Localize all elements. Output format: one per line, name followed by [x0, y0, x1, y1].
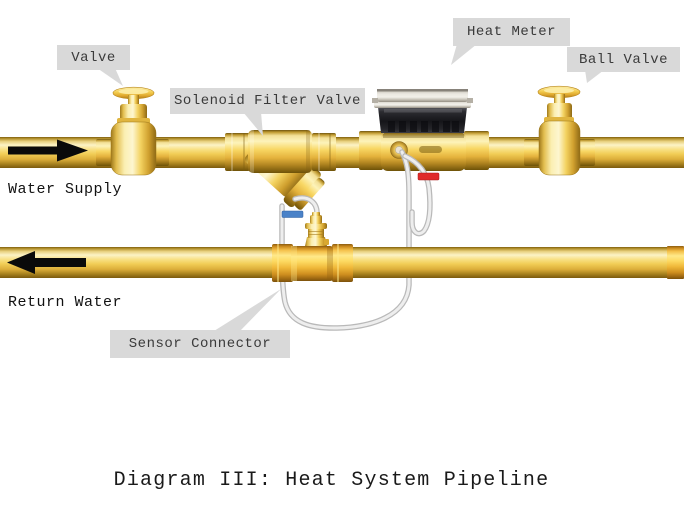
sensor-cables	[279, 149, 433, 331]
return-flow-arrow-icon	[7, 251, 86, 274]
ball-valve-stem	[554, 94, 565, 106]
sensor-plug	[308, 228, 324, 238]
sensor-connector	[272, 212, 353, 282]
diagram-caption: Diagram III: Heat System Pipeline	[113, 469, 550, 492]
return-sensor-band	[281, 210, 304, 218]
sensor-connector-label: Sensor Connector	[110, 330, 290, 358]
ball-valve	[524, 85, 595, 176]
valve-bonnet	[120, 104, 147, 121]
heat-meter-label: Heat Meter	[453, 18, 570, 46]
valve-callout-tail	[97, 68, 123, 86]
solenoid-filter-valve	[244, 130, 325, 210]
valve	[96, 86, 169, 176]
valve-label: Valve	[57, 45, 130, 70]
heat-meter	[359, 89, 489, 171]
tee-left-nut	[272, 244, 293, 282]
solenoid-callout-tail	[243, 112, 263, 136]
tee-right-nut	[332, 244, 353, 282]
ball-valve-callout-tail	[585, 70, 604, 83]
sensor-connector-callout-tail	[214, 289, 281, 331]
supply-sensor-band	[417, 172, 440, 181]
solenoid-filter-valve-label: Solenoid Filter Valve	[170, 88, 365, 114]
heat-meter-callout-tail	[451, 44, 477, 65]
return-pipe-end-fitting	[667, 246, 684, 279]
return-water-label: Return Water	[8, 294, 123, 311]
tee-body	[291, 246, 333, 281]
strainer-body	[248, 130, 312, 173]
pipe-coupling	[225, 133, 250, 171]
ball-valve-bonnet	[547, 103, 572, 120]
pipe-coupling	[312, 133, 336, 171]
water-supply-label: Water Supply	[8, 181, 123, 198]
ball-valve-label: Ball Valve	[567, 47, 680, 72]
meter-left-nut	[359, 131, 383, 170]
valve-body	[110, 121, 157, 176]
valve-stem	[128, 95, 139, 107]
meter-right-nut	[464, 131, 489, 170]
ball-valve-body	[538, 120, 581, 176]
meter-cap	[377, 89, 468, 102]
callout-tails	[97, 44, 604, 331]
supply-flow-arrow-icon	[8, 139, 88, 162]
